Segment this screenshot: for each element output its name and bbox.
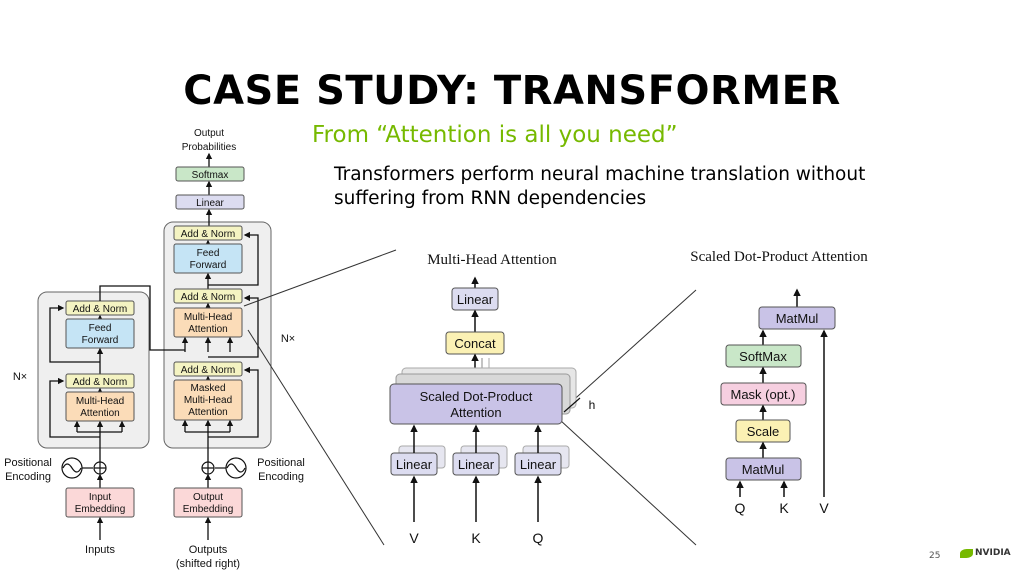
matmul-bottom-label: MatMul bbox=[742, 462, 785, 477]
sdpa-label: Scaled Dot-Product bbox=[420, 389, 533, 404]
decoder-repeat-label: N× bbox=[281, 333, 295, 345]
nvidia-logo-text: NVIDIA bbox=[975, 548, 1011, 558]
description-line-2: suffering from RNN dependencies bbox=[334, 188, 647, 209]
mha-input-k: K bbox=[471, 530, 481, 546]
decoder-add-norm-3-label: Add & Norm bbox=[181, 229, 235, 240]
h-label: h bbox=[589, 398, 596, 412]
linear-k-label: Linear bbox=[458, 457, 495, 472]
transformer-architecture: Output Probabilities Softmax Linear Add … bbox=[4, 128, 305, 570]
input-embedding-label-2: Embedding bbox=[75, 504, 126, 515]
sdpa-input-v: V bbox=[819, 500, 829, 516]
decoder-positional-label-2: Encoding bbox=[258, 471, 304, 483]
encoder-feed-forward-label-2: Forward bbox=[82, 335, 119, 346]
multi-head-attention-diagram: Multi-Head Attention Linear Concat Scale… bbox=[389, 252, 596, 546]
decoder-linear-label: Linear bbox=[196, 198, 224, 209]
softmax-label: Softmax bbox=[192, 170, 229, 181]
sdpa-input-q: Q bbox=[735, 500, 746, 516]
output-probabilities-label: Output bbox=[194, 128, 224, 139]
decoder-feed-forward-label: Feed bbox=[197, 248, 220, 259]
nvidia-eye-icon bbox=[960, 548, 973, 558]
masked-mha-label-2: Multi-Head bbox=[184, 395, 232, 406]
sdpa-label-2: Attention bbox=[450, 405, 501, 420]
inputs-label: Inputs bbox=[85, 544, 115, 556]
description-line-1: Transformers perform neural machine tran… bbox=[334, 164, 866, 185]
concat-label: Concat bbox=[454, 336, 496, 351]
decoder-positional-label: Positional bbox=[257, 457, 305, 469]
output-probabilities-label-2: Probabilities bbox=[182, 142, 236, 153]
linear-stack-v: Linear bbox=[390, 445, 446, 476]
mha-input-q: Q bbox=[533, 530, 544, 546]
mha-title: Multi-Head Attention bbox=[427, 252, 557, 268]
nvidia-logo: NVIDIA bbox=[960, 548, 1011, 558]
mha-linear-label: Linear bbox=[457, 292, 494, 307]
decoder-mha-label-2: Attention bbox=[188, 324, 227, 335]
slide-subtitle: From “Attention is all you need” bbox=[312, 122, 678, 148]
mha-input-v: V bbox=[409, 530, 419, 546]
sdpa-input-k: K bbox=[779, 500, 789, 516]
page-number: 25 bbox=[929, 551, 941, 561]
encoder-add-norm-1-label: Add & Norm bbox=[73, 377, 127, 388]
masked-mha-label-1: Masked bbox=[190, 383, 225, 394]
mask-label: Mask (opt.) bbox=[730, 387, 795, 402]
encoder-repeat-label: N× bbox=[13, 371, 27, 383]
matmul-top-block bbox=[758, 306, 836, 330]
matmul-bottom-block bbox=[725, 457, 802, 481]
slide-description: Transformers perform neural machine tran… bbox=[334, 163, 865, 211]
decoder-add-norm-1-label: Add & Norm bbox=[181, 365, 235, 376]
decoder-feed-forward-label-2: Forward bbox=[190, 260, 227, 271]
output-embedding-label: Output bbox=[193, 492, 223, 503]
linear-q-label: Linear bbox=[520, 457, 557, 472]
decoder-add-norm-2-label: Add & Norm bbox=[181, 292, 235, 303]
encoder-mha-label-2: Attention bbox=[80, 408, 119, 419]
matmul-top-label: MatMul bbox=[776, 311, 819, 326]
softmax-sdpa-label: SoftMax bbox=[739, 349, 787, 364]
slide-title: CASE STUDY: TRANSFORMER bbox=[183, 68, 841, 114]
input-embedding-label: Input bbox=[89, 492, 111, 503]
sdpa-block bbox=[389, 383, 563, 425]
zoom-connector-lines bbox=[243, 249, 697, 546]
outputs-label-2: (shifted right) bbox=[176, 558, 240, 570]
linear-v-label: Linear bbox=[396, 457, 433, 472]
outputs-label: Outputs bbox=[189, 544, 228, 556]
encoder-positional-label-2: Encoding bbox=[5, 471, 51, 483]
output-embedding-label-2: Embedding bbox=[183, 504, 234, 515]
encoder-positional-label: Positional bbox=[4, 457, 52, 469]
linear-stack-q: Linear bbox=[514, 445, 570, 476]
encoder-add-norm-2-label: Add & Norm bbox=[73, 304, 127, 315]
linear-stack-k: Linear bbox=[452, 445, 508, 476]
decoder-mha-label: Multi-Head bbox=[184, 312, 232, 323]
sdpa-title: Scaled Dot-Product Attention bbox=[690, 249, 868, 265]
scaled-dot-product-diagram: Scaled Dot-Product Attention MatMul Soft… bbox=[690, 249, 868, 516]
masked-mha-label-3: Attention bbox=[188, 407, 227, 418]
encoder-feed-forward-label: Feed bbox=[89, 323, 112, 334]
encoder-mha-label: Multi-Head bbox=[76, 396, 124, 407]
scale-label: Scale bbox=[747, 424, 780, 439]
